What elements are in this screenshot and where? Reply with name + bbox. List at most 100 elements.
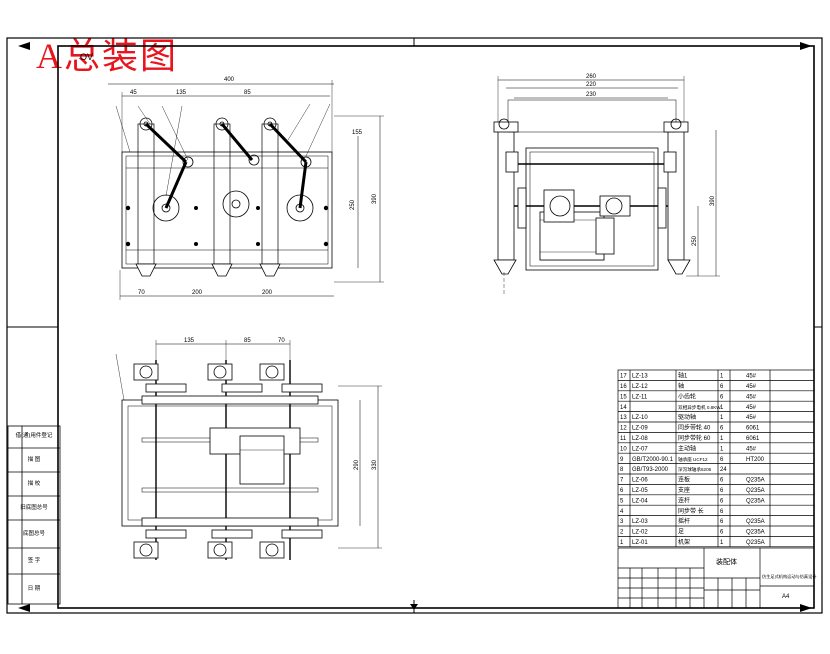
bom-cell-code: LZ-11 xyxy=(632,394,648,400)
bom-cell-mat: 45# xyxy=(746,415,757,421)
bom-cell-qty: 6 xyxy=(720,384,724,390)
bom-cell-no: 14 xyxy=(620,405,627,411)
bom-cell-no: 15 xyxy=(620,394,627,400)
bom-cell-name: 同步带 长 xyxy=(678,507,704,515)
bom-cell-qty: 6 xyxy=(720,478,724,484)
bom-cell-mat: Q235A xyxy=(746,498,765,504)
fv-dim-right-0: 155 xyxy=(352,130,363,136)
bom-cell-qty: 6 xyxy=(720,488,724,494)
bom-cell-qty: 6 xyxy=(720,426,724,432)
strip-label-old: 旧底图总号 xyxy=(20,505,48,511)
bom-cell-code: GB/T93-2000 xyxy=(632,467,669,473)
drawing-name: 装配体 xyxy=(716,557,737,566)
strip-label-check: 描 校 xyxy=(27,481,41,487)
bom-cell-no: 5 xyxy=(620,498,624,504)
bom-cell-mat: Q235A xyxy=(746,519,765,525)
fv-dim-bottom-2: 200 xyxy=(262,290,273,296)
bom-cell-name: 同步带轮 60 xyxy=(678,434,711,442)
bom-cell-code: LZ-10 xyxy=(632,415,648,421)
bom-cell-mat: Q235A xyxy=(746,530,765,536)
bom-cell-qty: 6 xyxy=(720,519,724,525)
bom-cell-code: LZ-07 xyxy=(632,446,648,452)
bom-cell-qty: 1 xyxy=(720,446,724,452)
bom-cell-code: LZ-03 xyxy=(632,519,648,525)
bom-cell-qty: 24 xyxy=(720,467,727,473)
bom-cell-code: LZ-06 xyxy=(632,478,648,484)
fv-dim-bottom-0: 70 xyxy=(138,290,145,296)
bom-cell-no: 2 xyxy=(620,530,624,536)
bom-cell-mat: 45# xyxy=(746,384,757,390)
bom-cell-qty: 6 xyxy=(720,394,724,400)
top-view xyxy=(115,340,382,560)
bom-cell-name: 足 xyxy=(678,529,684,536)
tv-dim-right-0: 290 xyxy=(354,459,360,470)
project-name: 仿生足式机构运动与仿真设计 xyxy=(762,573,816,580)
tv-dim-top-2: 70 xyxy=(278,338,285,344)
bom-cell-qty: 1 xyxy=(720,436,724,442)
bom-cell-name: 轴1 xyxy=(678,372,688,380)
tv-dim-top-1: 85 xyxy=(244,338,251,344)
bom-cell-no: 10 xyxy=(620,446,627,452)
top-view-dimensions: 135 85 70 290 330 xyxy=(184,338,378,470)
bom-cell-no: 8 xyxy=(620,467,624,473)
bom-cell-name: 同步带轮 40 xyxy=(678,424,711,432)
bom-cell-mat: 6061 xyxy=(746,436,760,442)
bom-cell-mat: Q235A xyxy=(746,478,765,484)
bom-cell-mat: Q235A xyxy=(746,488,765,494)
bom-cell-no: 4 xyxy=(620,509,624,515)
bom-cell-name: 连杆 xyxy=(678,496,690,504)
front-view-dimensions: 45 135 85 400 70 200 200 155 250 390 xyxy=(130,77,378,296)
bom-cell-qty: 1 xyxy=(720,405,724,411)
bom-cell-no: 1 xyxy=(620,540,624,546)
bom-cell-qty: 6 xyxy=(720,457,724,463)
bom-cell-code: LZ-04 xyxy=(632,498,648,504)
bom-cell-code: LZ-12 xyxy=(632,384,648,390)
bom-cell-name: 轴 xyxy=(678,382,684,390)
bom-cell-no: 16 xyxy=(620,384,627,390)
bom-cell-code: GB/T2000-90.1 xyxy=(632,457,674,463)
bom-cell-no: 13 xyxy=(620,415,627,421)
bom-cell-no: 11 xyxy=(620,436,627,442)
corner-mark: OV xyxy=(80,52,94,62)
bom-cell-no: 7 xyxy=(620,478,624,484)
fv-dim-top-1: 135 xyxy=(176,90,187,96)
sv-dim-top-1: 220 xyxy=(586,82,597,88)
strip-label-base: 底图总号 xyxy=(22,531,45,537)
tv-dim-right-1: 330 xyxy=(372,459,378,470)
bom-cell-mat: 45# xyxy=(746,374,757,380)
fv-dim-top-3: 400 xyxy=(224,77,235,83)
strip-label-draw: 描 图 xyxy=(27,457,41,463)
drawing-title: A总装图 xyxy=(36,36,178,76)
bom-cell-mat: HT200 xyxy=(746,457,765,463)
side-view-dimensions: 260 220 230 390 250 xyxy=(586,74,716,246)
bom-cell-code: LZ-05 xyxy=(632,488,648,494)
bom-cell-code: LZ-01 xyxy=(632,540,648,546)
bom-cell-qty: 1 xyxy=(720,415,724,421)
fv-dim-right-2: 390 xyxy=(372,193,378,204)
sv-dim-right-0: 390 xyxy=(710,195,716,206)
bom-cell-mat: 6061 xyxy=(746,426,760,432)
fv-dim-right-1: 250 xyxy=(350,199,356,210)
bom-cell-name: 支座 xyxy=(678,486,690,494)
fv-dim-top-2: 85 xyxy=(244,90,251,96)
sv-dim-top-0: 260 xyxy=(586,74,597,80)
bom-cell-mat: 45# xyxy=(746,446,757,452)
bom-cell-no: 9 xyxy=(620,457,624,463)
left-strip-table xyxy=(7,425,61,605)
bom-cell-name: 双相异步电机 0.8KW xyxy=(678,404,721,411)
bom-cell-name: 机架 xyxy=(678,538,690,546)
bom-cell-code: LZ-13 xyxy=(632,374,648,380)
bom-cell-name: 深沟球轴承6206 xyxy=(678,466,712,473)
bom-cell-qty: 1 xyxy=(720,540,724,546)
bom-cell-qty: 1 xyxy=(720,374,724,380)
bom-cell-name: 小齿轮 xyxy=(678,392,696,400)
bom-cell-code: LZ-08 xyxy=(632,436,648,442)
sv-dim-right-1: 250 xyxy=(692,235,698,246)
bom-cell-name: 轴承座 UCF12 xyxy=(678,456,708,463)
sheet-size: A4 xyxy=(782,594,790,600)
bom-cell-code: LZ-09 xyxy=(632,426,648,432)
bom-cell-qty: 6 xyxy=(720,509,724,515)
fv-dim-bottom-1: 200 xyxy=(192,290,203,296)
